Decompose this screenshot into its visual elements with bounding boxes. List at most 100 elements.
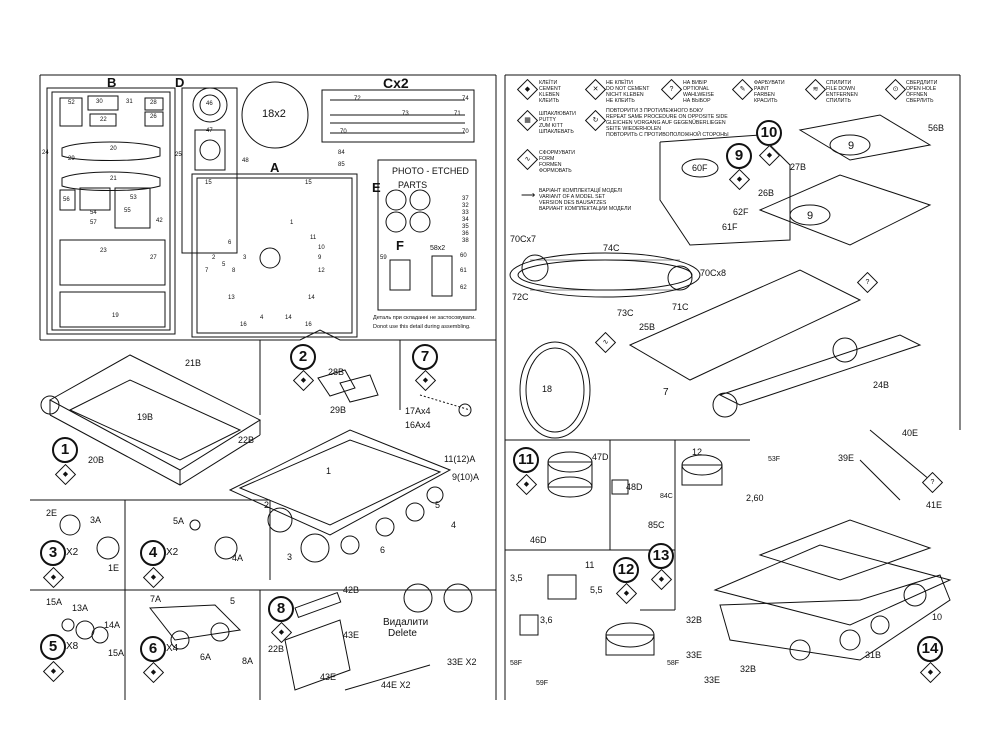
step-2-number: 2 — [290, 344, 316, 370]
s7-6: 6 — [380, 545, 386, 555]
step-7-number: 7 — [412, 344, 438, 370]
s12b-58f-b: 58F — [667, 660, 680, 667]
part-a14b: 14 — [285, 315, 292, 321]
sprue-f-label: F — [396, 238, 404, 253]
s4-5a: 5A — [173, 516, 185, 526]
part-72: 72 — [354, 96, 361, 102]
s5-13a: 13A — [72, 603, 89, 613]
s5-15a: 15A — [46, 597, 63, 607]
pe-59-label: 59 — [380, 255, 387, 261]
pe-58x2-label: 58x2 — [430, 245, 446, 252]
step-14-number: 14 — [917, 636, 943, 662]
part-53: 53 — [130, 195, 137, 201]
part-e37: 37 — [462, 196, 469, 202]
part-e34: 34 — [462, 217, 469, 223]
track-70cx8: 70Cx8 — [700, 268, 727, 278]
part-47: 47 — [206, 128, 213, 134]
note-do-not-use-en: Donot use this detail during assembling. — [373, 324, 471, 330]
variant-icon: ⟶ — [521, 190, 536, 201]
part-a2: 2 — [212, 255, 216, 261]
part-70: 70 — [340, 129, 347, 135]
s11-48d: 48D — [626, 482, 643, 492]
part-a6: 6 — [228, 240, 232, 246]
part-a9: 9 — [318, 255, 322, 261]
part-71: 71 — [454, 111, 461, 117]
s3-3a: 3A — [90, 515, 102, 525]
ring-18x2-label: 18x2 — [262, 108, 286, 120]
s12b-58f: 58F — [510, 660, 523, 667]
step-6-mult: X4 — [166, 643, 179, 654]
step-3-number: 3 — [40, 540, 66, 566]
s12-12: 12 — [692, 447, 703, 457]
s13-33e-b: 33E — [704, 675, 721, 685]
s8-22b: 22B — [268, 644, 285, 654]
part-a15: 15 — [205, 180, 212, 186]
step-13-number: 13 — [648, 543, 674, 569]
s12b-36: 3,6 — [540, 615, 553, 625]
s12-85c: 85C — [648, 520, 665, 530]
part-a14: 14 — [308, 295, 315, 301]
sprue-a-label: A — [270, 160, 280, 175]
legend-form: СФОРМУВАТИ FORM FORMEN ФОРМОВАТЬ — [539, 150, 575, 174]
part-42: 42 — [156, 218, 163, 224]
s13-41e: 41E — [926, 500, 943, 510]
legend-glue: КЛЕЇТИ CEMENT KLEBEN КЛЕИТЬ — [539, 80, 561, 104]
part-f62: 62 — [460, 285, 467, 291]
part-e38: 38 — [462, 238, 469, 244]
s8-delete-en: Delete — [388, 628, 417, 639]
s8-44e: 44E X2 — [381, 680, 411, 690]
s2-28b: 28B — [328, 367, 345, 377]
s13-32b: 32B — [686, 615, 703, 625]
sprue-d-label: D — [175, 75, 185, 90]
s6-5: 5 — [230, 596, 236, 606]
s12b-11: 11 — [585, 560, 595, 570]
part-e33: 33 — [462, 210, 469, 216]
part-74: 74 — [462, 96, 469, 102]
s12-260: 2,60 — [746, 493, 764, 503]
sprue-b-label: B — [107, 75, 117, 90]
sprue-cx2-label: Cx2 — [383, 75, 409, 91]
part-a16b: 16 — [305, 322, 312, 328]
s10-9b: 9 — [807, 210, 814, 222]
s8-33e: 33E X2 — [447, 657, 477, 667]
part-a8: 8 — [232, 268, 236, 274]
s13-32b-b: 32B — [740, 664, 757, 674]
part-28: 28 — [150, 100, 157, 106]
s9-61f: 61F — [722, 222, 738, 232]
s12b-59f: 59F — [536, 680, 549, 687]
step-8-number: 8 — [268, 596, 294, 622]
s7-9a: 9(10)A — [452, 472, 480, 482]
s7-1: 1 — [326, 466, 332, 476]
legend-file-down: СПИЛИТИ FILE DOWN ENTFERNEN СПИЛИТЬ — [826, 80, 858, 104]
s4-4a: 4A — [232, 553, 244, 563]
step-11-number: 11 — [513, 447, 539, 473]
s1-19b: 19B — [137, 412, 154, 422]
part-e32: 32 — [462, 203, 469, 209]
part-70b: 70 — [462, 129, 469, 135]
s9-60f: 60F — [692, 163, 708, 173]
track-73c: 73C — [617, 308, 634, 318]
track-72c: 72C — [512, 292, 529, 302]
part-56: 56 — [63, 197, 70, 203]
legend-paint: ФАРБУВАТИ PAINT FARBEN КРАСИТЬ — [754, 80, 785, 104]
sprue-e-label: E — [372, 180, 381, 195]
s13-39e: 39E — [838, 453, 855, 463]
part-a15b: 15 — [305, 180, 312, 186]
part-57: 57 — [90, 220, 97, 226]
step-3-mult: X2 — [66, 547, 79, 558]
s9-62f: 62F — [733, 207, 749, 217]
s10-27b: 27B — [790, 162, 807, 172]
s2-29b: 29B — [330, 405, 347, 415]
s12b-35: 3,5 — [510, 573, 523, 583]
part-20: 20 — [110, 146, 117, 152]
part-e35: 35 — [462, 224, 469, 230]
part-73: 73 — [402, 111, 409, 117]
s8-43e-b: 43E — [320, 672, 337, 682]
part-a1: 1 — [290, 220, 294, 226]
part-27: 27 — [150, 255, 157, 261]
s10-26b: 26B — [758, 188, 775, 198]
s6-8a: 8A — [242, 656, 254, 666]
part-a10: 10 — [318, 245, 325, 251]
